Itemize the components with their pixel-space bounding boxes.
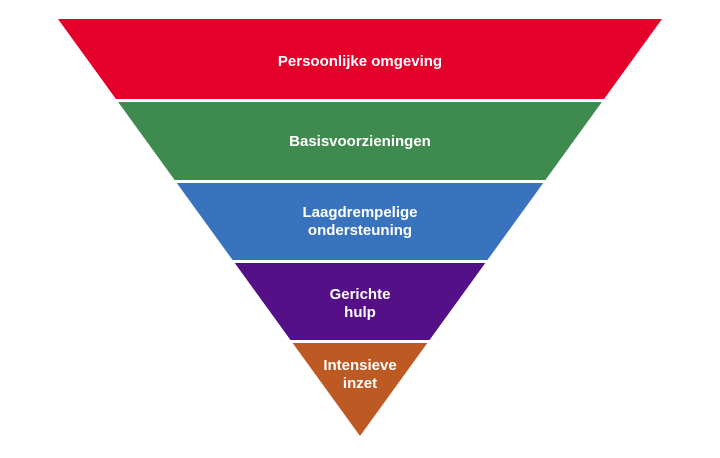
layer-label-basisvoorzieningen: Basisvoorzieningen — [289, 133, 431, 150]
layer-laagdrempelige-ondersteuning — [176, 183, 544, 260]
layer-label-laagdrempelige-ondersteuning: Laagdrempelige ondersteuning — [302, 204, 418, 239]
layer-basisvoorzieningen — [118, 102, 602, 180]
layer-persoonlijke-omgeving — [58, 19, 662, 99]
layer-label-intensieve-inzet: Intensieve inzet — [323, 357, 397, 392]
layer-label-persoonlijke-omgeving: Persoonlijke omgeving — [277, 53, 443, 70]
layer-intensieve-inzet — [292, 343, 428, 436]
layer-gerichte-hulp — [234, 263, 486, 340]
layer-label-gerichte-hulp: Gerichte hulp — [329, 286, 391, 321]
